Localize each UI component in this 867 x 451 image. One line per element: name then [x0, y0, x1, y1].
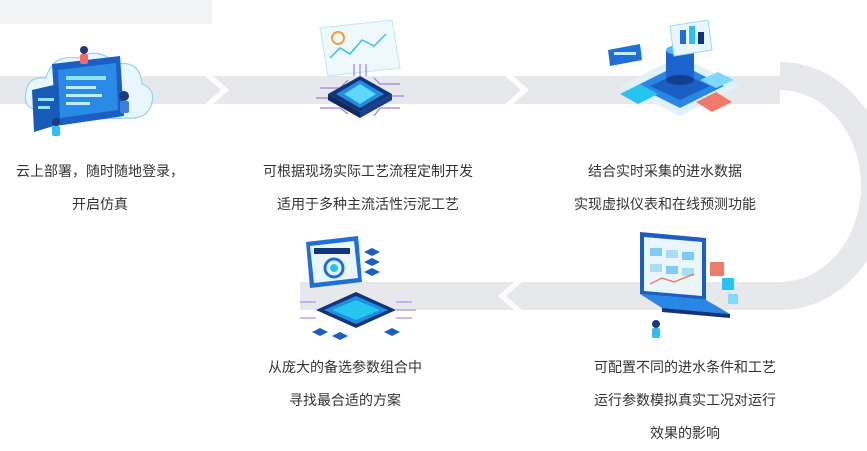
- process-simulation-laptop-illustration: [640, 232, 738, 338]
- step-4-caption: 可配置不同的进水条件和工艺 运行参数模拟真实工况对运行 效果的影响: [594, 360, 776, 442]
- data-acquisition-illustration: [608, 20, 740, 116]
- top-gray-bar: [0, 0, 212, 24]
- step-5-caption: 从庞大的备选参数组合中 寻找最合适的方案: [268, 360, 422, 409]
- flow-arrow-3: [498, 282, 522, 310]
- step-3-caption: 结合实时采集的进水数据 实现虚拟仪表和在线预测功能: [574, 164, 756, 213]
- flow-arrow-1: [205, 76, 229, 104]
- flow-arrow-2: [505, 76, 529, 104]
- cloud-deployment-illustration: [24, 46, 154, 136]
- optimal-choice-illustration: [300, 236, 416, 340]
- step-2-caption: 可根据现场实际工艺流程定制开发 适用于多种主流活性污泥工艺: [263, 164, 473, 213]
- step-1-caption: 云上部署，随时随地登录， 开启仿真: [16, 164, 184, 213]
- chip-circuit-illustration: [316, 19, 404, 118]
